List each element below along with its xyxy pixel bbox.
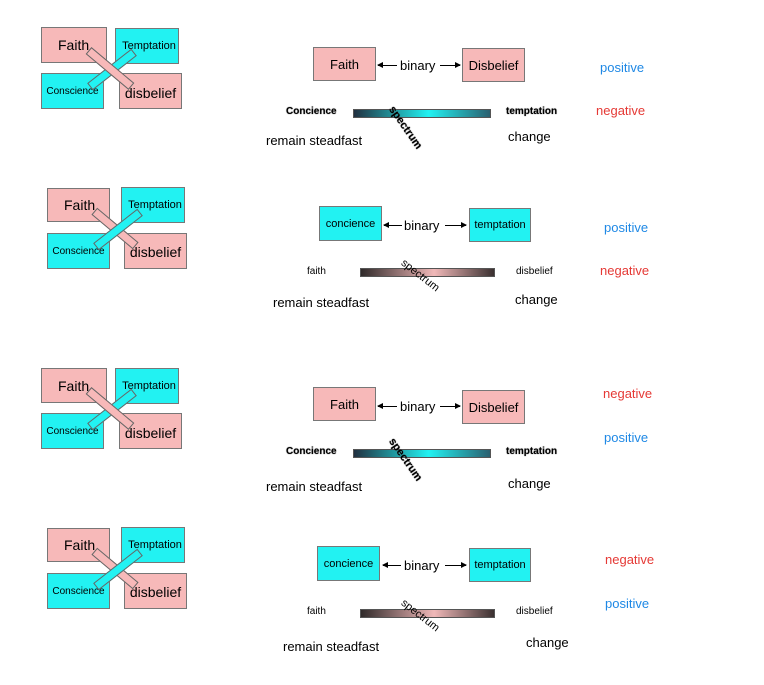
change-label: change [508, 476, 551, 491]
diagram-row-1: Faith Temptation Conscience disbelief Fa… [0, 0, 764, 170]
label-second: positive [604, 430, 649, 445]
conscience-box: Conscience [41, 73, 104, 109]
spectrum-bar [360, 609, 495, 618]
binary-label: binary [404, 218, 440, 233]
faith-box: Faith [41, 368, 107, 403]
binary-label: binary [400, 58, 436, 73]
label-second: negative [596, 103, 646, 118]
binary-right-arrow [440, 403, 461, 409]
binary-left-arrow [383, 222, 402, 228]
binary-left-arrow [382, 562, 401, 568]
binary-right-box: Disbelief [462, 390, 525, 424]
diagram-row-2: Faith Temptation Conscience disbelief co… [0, 160, 764, 330]
spectrum-right-label: temptation [506, 106, 558, 117]
spectrum-bar [353, 449, 491, 458]
binary-left-arrow [377, 403, 397, 409]
binary-right-box: Disbelief [462, 48, 525, 82]
spectrum-right-label: temptation [506, 446, 558, 457]
spectrum-left-label: faith [307, 266, 326, 277]
binary-label: binary [404, 558, 440, 573]
binary-left-box: concience [317, 546, 380, 581]
label-first: negative [603, 386, 653, 401]
spectrum-right-label: disbelief [516, 606, 553, 617]
binary-left-box: Faith [313, 47, 376, 81]
binary-left-box: Faith [313, 387, 376, 421]
remain-steadfast-label: remain steadfast [266, 133, 363, 148]
binary-right-arrow [445, 222, 467, 228]
remain-steadfast-label: remain steadfast [283, 639, 380, 654]
binary-label: binary [400, 399, 436, 414]
spectrum-bar [353, 109, 491, 118]
binary-right-arrow [440, 62, 461, 68]
binary-left-box: concience [319, 206, 382, 241]
label-first: positive [604, 220, 649, 235]
spectrum-right-label: disbelief [516, 266, 553, 277]
change-label: change [508, 129, 551, 144]
label-second: positive [605, 596, 650, 611]
remain-steadfast-label: remain steadfast [266, 479, 363, 494]
binary-right-arrow [445, 562, 467, 568]
change-label: change [526, 635, 569, 650]
spectrum-left-label: Concience [286, 446, 337, 457]
diagram-row-3: Faith Temptation Conscience disbelief Fa… [0, 340, 764, 510]
binary-right-box: temptation [469, 548, 531, 582]
label-second: negative [600, 263, 650, 278]
label-first: positive [600, 60, 645, 75]
spectrum-left-label: Concience [286, 106, 337, 117]
change-label: change [515, 292, 558, 307]
spectrum-left-label: faith [307, 606, 326, 617]
label-first: negative [605, 552, 655, 567]
temptation-box: Temptation [115, 28, 179, 64]
binary-right-box: temptation [469, 208, 531, 242]
faith-box: Faith [41, 27, 107, 63]
binary-left-arrow [377, 62, 397, 68]
spectrum-label: spectrum [386, 436, 425, 484]
remain-steadfast-label: remain steadfast [273, 295, 370, 310]
diagram-row-4: Faith Temptation Conscience disbelief co… [0, 500, 764, 670]
spectrum-bar [360, 268, 495, 277]
